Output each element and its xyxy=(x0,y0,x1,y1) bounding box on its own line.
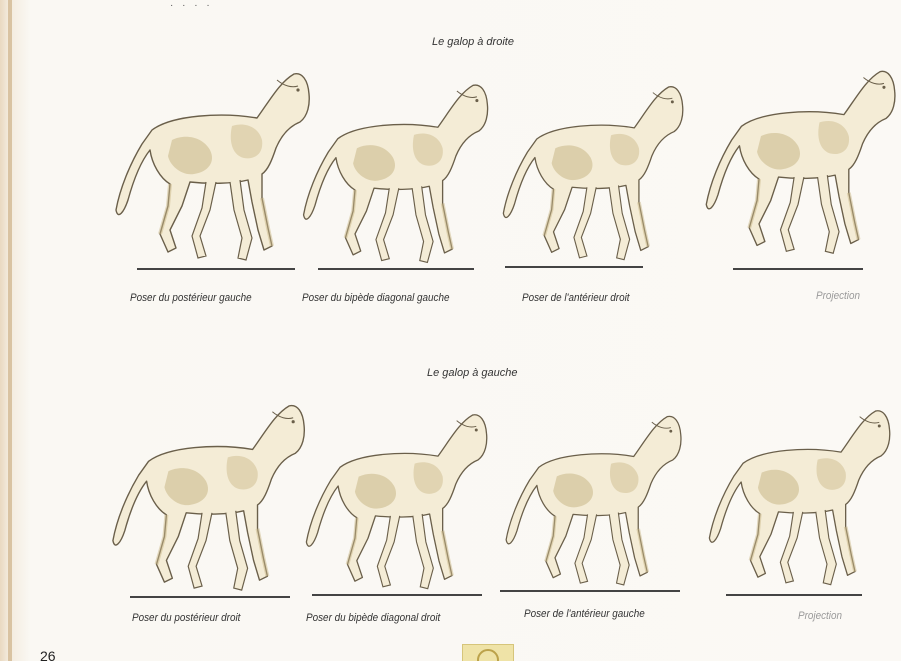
horse-illustration-icon xyxy=(112,60,312,270)
caption-phase-1: Poser du postérieur gauche xyxy=(130,292,252,304)
caption-phase-4: Projection xyxy=(816,290,860,302)
section-title-left-canter: Le galop à gauche xyxy=(427,367,518,379)
top-text-fragment: · · · · xyxy=(170,0,400,14)
ground-line xyxy=(312,594,482,596)
ground-line xyxy=(733,268,863,270)
horse-illustration-icon xyxy=(290,402,502,598)
ground-line xyxy=(726,594,862,596)
horse-illustration-icon xyxy=(490,404,696,594)
caption-phase-2: Poser du bipède diagonal droit xyxy=(306,612,440,624)
caption-phase-3: Poser de l'antérieur gauche xyxy=(524,608,645,620)
caption-phase-1: Poser du postérieur droit xyxy=(132,612,240,624)
section-title-right-canter: Le galop à droite xyxy=(432,36,514,48)
horse-illustration-icon xyxy=(700,398,898,594)
publisher-logo-icon xyxy=(462,644,514,661)
ground-line xyxy=(137,268,295,270)
page-number: 26 xyxy=(40,648,56,661)
horse-illustration-icon xyxy=(700,58,900,263)
ground-line xyxy=(500,590,680,592)
caption-phase-2: Poser du bipède diagonal gauche xyxy=(302,292,450,304)
horse-illustration-icon xyxy=(290,72,500,272)
caption-phase-4: Projection xyxy=(798,610,842,622)
ground-line xyxy=(130,596,290,598)
ground-line xyxy=(505,266,643,268)
caption-phase-3: Poser de l'antérieur droit xyxy=(522,292,630,304)
horse-illustration-icon xyxy=(490,74,695,269)
ground-line xyxy=(318,268,474,270)
horse-illustration-icon xyxy=(108,392,308,600)
book-spine xyxy=(8,0,12,661)
